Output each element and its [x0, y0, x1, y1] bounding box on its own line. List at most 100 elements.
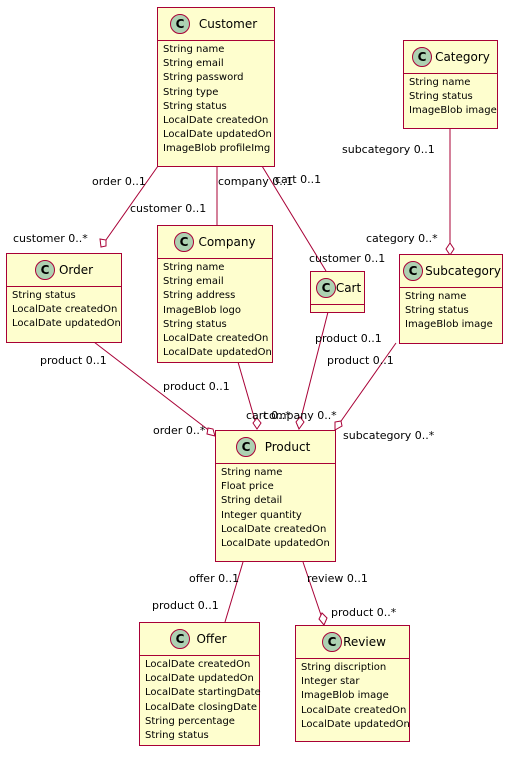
attribute: String password	[163, 72, 244, 84]
edge-subcategory-product	[338, 342, 397, 425]
attribute: String status	[12, 290, 76, 301]
class-header: C Review	[296, 626, 409, 658]
attribute: LocalDate updatedOn	[163, 347, 272, 359]
attribute: String type	[163, 86, 219, 98]
attribute-list: String name String email String password…	[158, 41, 274, 161]
attribute: ImageBlob image	[405, 319, 493, 331]
class-divider	[404, 73, 497, 74]
attribute-list: String name String status ImageBlob imag…	[404, 74, 497, 123]
diamond-product-company	[252, 417, 262, 430]
class-customer[interactable]: C Customer String name String email Stri…	[157, 7, 275, 167]
attribute: LocalDate createdOn	[301, 704, 407, 716]
attribute: String status	[163, 100, 227, 112]
class-title: Customer	[198, 17, 258, 31]
attribute-list: String discription Integer star ImageBlo…	[296, 659, 410, 736]
class-divider	[216, 463, 335, 464]
class-header: C Category	[404, 41, 497, 73]
edge-product-review	[302, 561, 323, 619]
label-product-01-a: product 0..1	[40, 354, 107, 367]
attribute: Integer star	[301, 676, 360, 688]
class-divider	[140, 655, 259, 656]
class-review[interactable]: C Review String discription Integer star…	[295, 625, 410, 742]
label-product-01-e: product 0..1	[152, 599, 219, 612]
label-order-01: order 0..1	[92, 175, 146, 188]
class-divider	[311, 304, 364, 305]
label-product-01-d: product 0..1	[327, 354, 394, 367]
attribute: LocalDate updatedOn	[221, 538, 330, 550]
label-company-0n: company 0..*	[263, 409, 337, 422]
class-divider	[7, 286, 121, 287]
edge-customer-order	[100, 165, 159, 248]
class-offer[interactable]: C Offer LocalDate createdOn LocalDate up…	[139, 622, 261, 747]
attribute-list: String name String status ImageBlob imag…	[400, 288, 502, 337]
class-divider	[158, 40, 274, 41]
edge-company-product	[237, 361, 257, 425]
class-cart[interactable]: C Cart	[310, 271, 365, 313]
attribute: String percentage	[145, 715, 235, 727]
label-review-01: review 0..1	[307, 572, 368, 585]
class-product[interactable]: C Product String name Float price String…	[215, 430, 336, 562]
label-customer-01-a: customer 0..1	[130, 202, 207, 215]
edge-customer-cart	[261, 165, 327, 272]
attribute: String status	[163, 318, 227, 330]
attribute: ImageBlob logo	[163, 304, 241, 316]
attribute: LocalDate updatedOn	[163, 129, 272, 141]
attribute: LocalDate createdOn	[163, 333, 269, 345]
attribute-list: LocalDate createdOn LocalDate updatedOn …	[140, 656, 261, 747]
class-category[interactable]: C Category String name String status Ima…	[403, 40, 498, 129]
attribute: String name	[405, 291, 467, 302]
edge-product-offer	[224, 561, 244, 623]
attribute: Float price	[221, 481, 274, 493]
class-c-icon: C	[322, 632, 342, 652]
attribute: LocalDate createdOn	[12, 304, 118, 316]
attribute: String name	[163, 262, 225, 273]
attribute: LocalDate updatedOn	[301, 718, 410, 730]
class-divider	[400, 287, 502, 288]
attribute: LocalDate startingDate	[145, 687, 261, 699]
class-title: Offer	[196, 632, 227, 646]
attribute-list: String status LocalDate createdOn LocalD…	[7, 287, 121, 336]
label-product-01-b: product 0..1	[163, 380, 230, 393]
edge-order-product	[93, 341, 212, 433]
class-subcategory[interactable]: C Subcategory String name String status …	[399, 254, 503, 344]
class-c-icon: C	[236, 437, 256, 457]
diamond-order	[99, 238, 107, 248]
attribute: LocalDate updatedOn	[145, 673, 254, 685]
attribute: String discription	[301, 662, 387, 673]
attribute: String status	[409, 91, 473, 103]
attribute: LocalDate updatedOn	[12, 318, 121, 330]
class-order[interactable]: C Order String status LocalDate createdO…	[6, 253, 122, 343]
class-header: C Order	[7, 254, 121, 286]
class-header: C Product	[216, 431, 335, 463]
class-c-icon: C	[174, 232, 194, 252]
attribute: String name	[409, 77, 471, 88]
class-header: C Subcategory	[400, 255, 502, 287]
attribute: String address	[163, 290, 236, 302]
attribute: String name	[221, 467, 283, 478]
label-company-01: company 0..1	[218, 175, 294, 188]
class-divider	[158, 258, 272, 259]
class-company[interactable]: C Company String name String email Strin…	[157, 225, 273, 363]
label-customer-01-b: customer 0..1	[309, 252, 386, 265]
attribute: ImageBlob image	[301, 690, 389, 702]
class-title: Subcategory	[425, 264, 501, 278]
diamond-product-order	[206, 427, 216, 437]
attribute: String status	[145, 730, 209, 742]
label-offer-01: offer 0..1	[189, 572, 240, 585]
attribute: ImageBlob profileImg	[163, 143, 271, 155]
diamond-review	[318, 612, 328, 626]
label-subcategory-01: subcategory 0..1	[342, 143, 435, 156]
attribute: Integer quantity	[221, 509, 302, 521]
class-header: C Customer	[158, 8, 274, 40]
class-c-icon: C	[412, 47, 432, 67]
class-header: C Offer	[140, 623, 259, 655]
attribute: String email	[163, 58, 224, 70]
attribute: LocalDate closingDate	[145, 701, 257, 713]
attribute: LocalDate createdOn	[145, 659, 251, 670]
class-title: Review	[343, 635, 386, 649]
class-c-icon: C	[170, 14, 190, 34]
diamond-product-subcategory	[334, 420, 343, 431]
label-category-0n: category 0..*	[366, 232, 438, 245]
